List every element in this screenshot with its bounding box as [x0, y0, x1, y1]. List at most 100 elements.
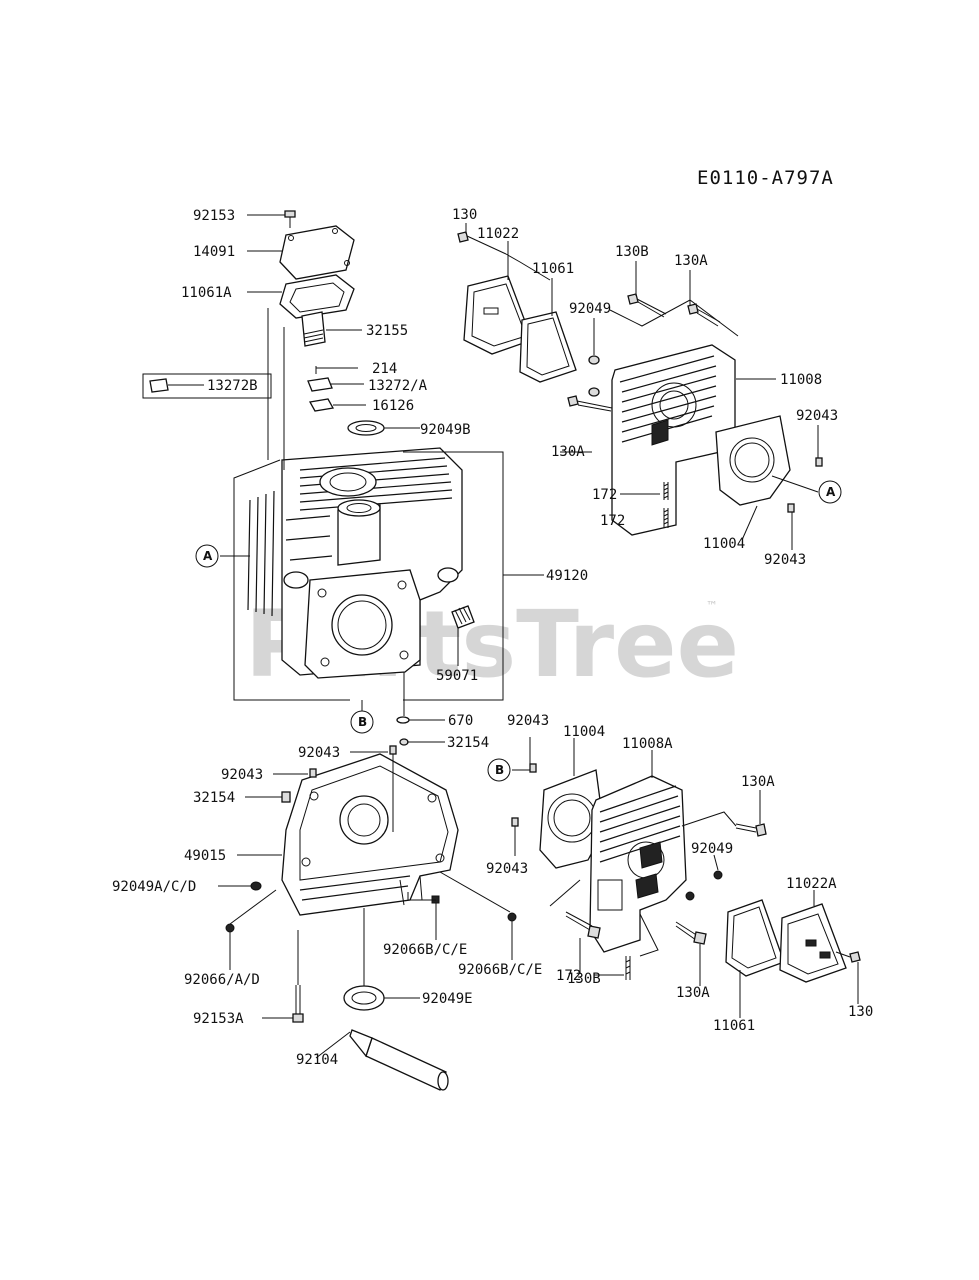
stud-172-lo-part	[625, 956, 631, 980]
cylinder-head-11008A-part	[589, 775, 687, 953]
dowel-92043-lo2-part	[511, 817, 519, 827]
label-92049-top[interactable]: 92049	[569, 301, 611, 317]
dowel-92043-top2-part	[787, 503, 795, 513]
collar-92049-top-part	[588, 355, 600, 365]
oil-seal-92049B-part	[347, 420, 385, 436]
label-32155[interactable]: 32155	[366, 323, 408, 339]
bolt-130B-top-part	[627, 293, 667, 318]
ref-circle-a-right[interactable]: A	[818, 480, 842, 504]
label-92043-r1[interactable]: 92043	[796, 408, 838, 424]
bolt-130A-left-part	[567, 395, 613, 412]
cylinder-head-11008-part	[611, 344, 736, 536]
label-13272B[interactable]: 13272B	[207, 378, 258, 394]
ref-circle-b-mid[interactable]: B	[350, 710, 374, 734]
valve-cover-11022A-part	[779, 903, 847, 983]
label-11004-lo[interactable]: 11004	[563, 724, 605, 740]
bolt-92153A-part	[292, 985, 304, 1023]
valve-16126-part	[308, 398, 335, 412]
label-11008[interactable]: 11008	[780, 372, 822, 388]
label-92104[interactable]: 92104	[296, 1052, 338, 1068]
plug-92066AD-part	[225, 923, 235, 933]
label-49015[interactable]: 49015	[184, 848, 226, 864]
label-92153[interactable]: 92153	[193, 208, 235, 224]
label-92043-r2[interactable]: 92043	[764, 552, 806, 568]
svg-text:B: B	[495, 763, 504, 777]
label-92049-lo[interactable]: 92049	[691, 841, 733, 857]
reed-valve-part	[301, 311, 326, 347]
label-13272A[interactable]: 13272/A	[368, 378, 428, 394]
label-11061-top[interactable]: 11061	[532, 261, 574, 277]
label-92066BCE-2[interactable]: 92066B/C/E	[458, 962, 542, 978]
label-92049E[interactable]: 92049E	[422, 991, 473, 1007]
breather-cover-part	[279, 225, 355, 280]
bolt-130A-top-part	[687, 303, 721, 327]
label-130A-lo1[interactable]: 130A	[741, 774, 775, 790]
label-130B-lo[interactable]: 130B	[567, 971, 601, 987]
collar-92049-lo-part	[713, 870, 723, 880]
sealant-tube-92104-part	[349, 1029, 449, 1091]
label-92043-lo1[interactable]: 92043	[507, 713, 549, 729]
valve-cover-11022-part	[463, 275, 533, 355]
label-11061A[interactable]: 11061A	[181, 285, 232, 301]
bolt-130A-lo2-part	[675, 921, 707, 945]
plug-92049ACD-part	[250, 881, 262, 891]
bolt-130-lo-part	[835, 951, 861, 963]
breather-cover-group	[279, 210, 385, 436]
label-92043-m1[interactable]: 92043	[298, 745, 340, 761]
crankcase-cover-49015-part	[281, 753, 459, 916]
box-13272B	[142, 373, 272, 399]
label-11061-lo[interactable]: 11061	[713, 1018, 755, 1034]
breather-gasket-part	[279, 274, 355, 319]
ref-circle-b-lower[interactable]: B	[487, 758, 511, 782]
label-130-lo[interactable]: 130	[848, 1004, 873, 1020]
label-130A-lo2[interactable]: 130A	[676, 985, 710, 1001]
label-92153A[interactable]: 92153A	[193, 1011, 244, 1027]
label-670[interactable]: 670	[448, 713, 473, 729]
label-172-lo[interactable]: 172	[556, 968, 581, 984]
label-14091[interactable]: 14091	[193, 244, 235, 260]
label-130A-left[interactable]: 130A	[551, 444, 585, 460]
label-11022[interactable]: 11022	[477, 226, 519, 242]
svg-text:B: B	[358, 715, 367, 729]
label-92043-lo2[interactable]: 92043	[486, 861, 528, 877]
label-11022A[interactable]: 11022A	[786, 876, 837, 892]
dowel-92043-m1-part	[389, 745, 397, 755]
label-130B-top[interactable]: 130B	[615, 244, 649, 260]
label-32154-m[interactable]: 32154	[447, 735, 489, 751]
label-32154-l[interactable]: 32154	[193, 790, 235, 806]
bolt-130-top-part	[457, 231, 507, 255]
label-92066BCE-1[interactable]: 92066B/C/E	[383, 942, 467, 958]
label-92066AD[interactable]: 92066/A/D	[184, 972, 260, 988]
label-92049ACD[interactable]: 92049A/C/D	[112, 879, 196, 895]
bolt-130A-lo1-part	[735, 823, 767, 837]
label-11004-top[interactable]: 11004	[703, 536, 745, 552]
valve-gasket-11061-part	[519, 311, 577, 383]
oil-seal-92049E-part	[343, 985, 385, 1011]
svg-text:A: A	[203, 549, 213, 563]
head-gasket-11004-top-part	[715, 415, 791, 506]
watermark-trademark: ™	[706, 599, 718, 613]
crankcase-49120-part	[247, 447, 463, 679]
bolt-130B-lo-part	[565, 911, 601, 939]
label-59071[interactable]: 59071	[436, 668, 478, 684]
dowel-92043-m2-part	[309, 768, 317, 778]
label-92049B[interactable]: 92049B	[420, 422, 471, 438]
plug-32154-m-part	[399, 738, 409, 746]
plate-13272A-part	[307, 377, 333, 392]
ref-circle-a-left[interactable]: A	[195, 544, 219, 568]
label-130A-top[interactable]: 130A	[674, 253, 708, 269]
spring-59071-part	[451, 605, 475, 629]
label-16126[interactable]: 16126	[372, 398, 414, 414]
label-11008A[interactable]: 11008A	[622, 736, 673, 752]
label-49120[interactable]: 49120	[546, 568, 588, 584]
label-172-b[interactable]: 172	[600, 513, 625, 529]
dowel-92043-lo1-part	[529, 763, 537, 773]
label-214[interactable]: 214	[372, 361, 397, 377]
diagram-code: E0110-A797A	[697, 167, 834, 189]
label-130-top[interactable]: 130	[452, 207, 477, 223]
label-92043-m2[interactable]: 92043	[221, 767, 263, 783]
dowel-92043-top1-part	[815, 457, 823, 467]
label-172-a[interactable]: 172	[592, 487, 617, 503]
